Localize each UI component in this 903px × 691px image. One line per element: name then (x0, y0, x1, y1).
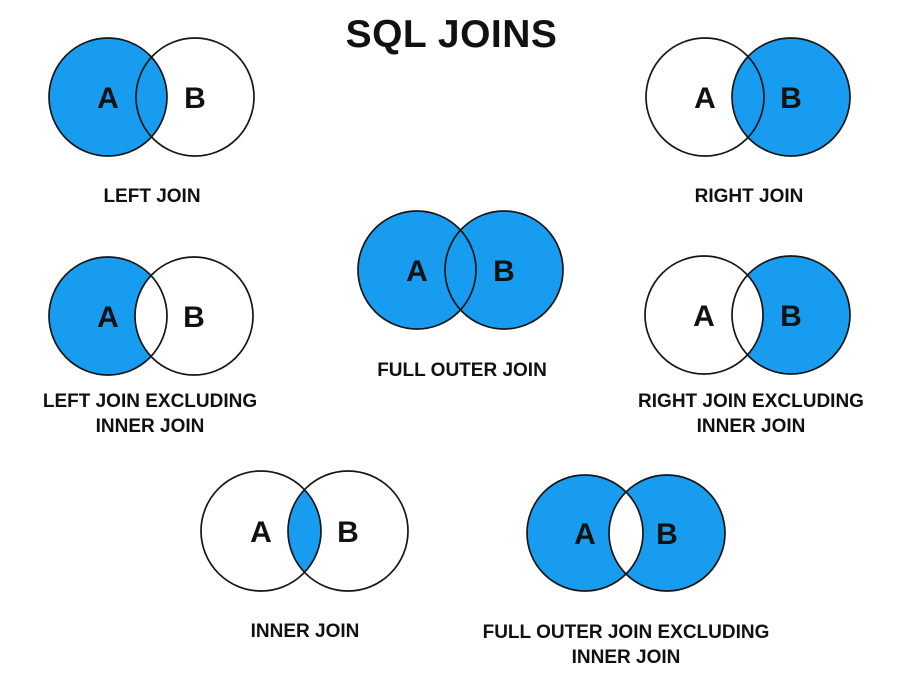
intersection-region (732, 275, 763, 355)
caption-right-join: RIGHT JOIN (694, 186, 804, 207)
set-b-label: B (780, 82, 802, 115)
caption-left-join: LEFT JOIN (103, 186, 201, 207)
circle-a-outline (526, 474, 644, 592)
set-b-label: B (183, 301, 205, 334)
set-a-label: A (693, 300, 715, 333)
set-a-label: A (574, 518, 596, 551)
intersection-region (288, 489, 322, 573)
set-a-label: A (694, 82, 716, 115)
intersection-region (609, 491, 643, 575)
circle-b-outline (608, 474, 726, 592)
circle-a-outline (48, 37, 168, 157)
set-b-label: B (780, 300, 802, 333)
set-a-label: A (406, 255, 428, 288)
circle-b-outline (731, 37, 851, 157)
set-b-label: B (337, 516, 359, 549)
caption-full-outer-join-excluding-inner-join: FULL OUTER JOIN EXCLUDING INNER JOIN (482, 622, 770, 669)
set-a-label: A (97, 301, 119, 334)
circle-a-outline (645, 37, 765, 157)
circle-b-outline (444, 210, 564, 330)
page-title: SQL JOINS (345, 13, 558, 56)
circle-a-outline (48, 256, 168, 376)
circle-a-outline (644, 255, 764, 375)
set-b-label: B (656, 518, 678, 551)
circle-a-outline (357, 210, 477, 330)
set-b-label: B (493, 255, 515, 288)
circle-b-outline (135, 37, 255, 157)
caption-full-outer-join: FULL OUTER JOIN (377, 360, 547, 381)
set-b-label: B (184, 82, 206, 115)
caption-left-join-excluding-inner-join: LEFT JOIN EXCLUDING INNER JOIN (42, 391, 258, 438)
circle-b-outline (287, 470, 409, 592)
set-a-label: A (250, 516, 272, 549)
intersection-region (135, 275, 167, 357)
circle-b-outline (731, 255, 851, 375)
circle-b-outline (134, 256, 254, 376)
circle-a-outline (200, 470, 322, 592)
set-a-label: A (97, 82, 119, 115)
caption-right-join-excluding-inner-join: RIGHT JOIN EXCLUDING INNER JOIN (638, 391, 864, 438)
caption-inner-join: INNER JOIN (250, 621, 360, 642)
